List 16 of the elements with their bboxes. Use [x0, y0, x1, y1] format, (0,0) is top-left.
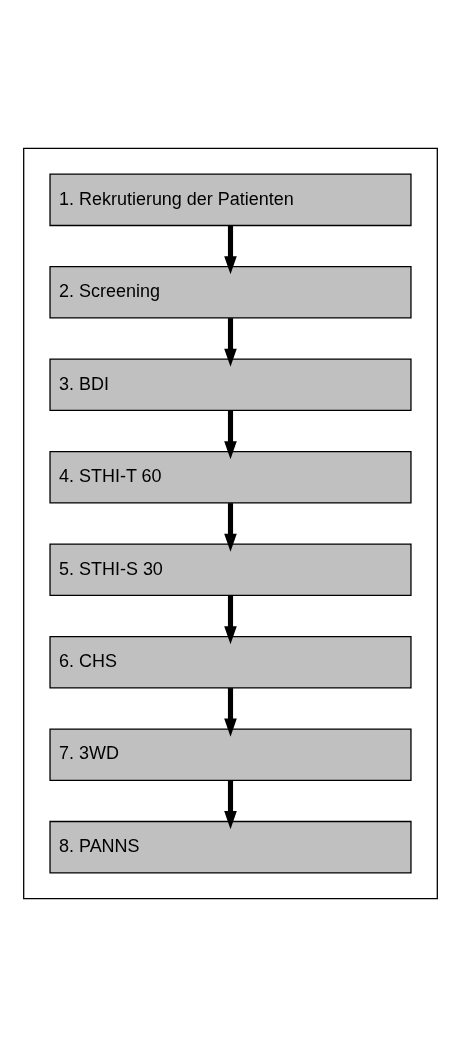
node-box: 2. Screening — [49, 265, 412, 319]
node-box: 3. BDI — [49, 357, 412, 411]
cluster — [23, 147, 438, 899]
node-box: 4. STHI-T 60 — [49, 450, 412, 504]
arrow — [224, 410, 237, 459]
node-box: 5. STHI-S 30 — [49, 542, 412, 596]
node-box: 7. 3WD — [49, 727, 412, 781]
node-box: 6. CHS — [49, 635, 412, 689]
arrow — [224, 502, 237, 552]
node-box: 1. Rekrutierung der Patienten — [49, 172, 412, 226]
arrow — [224, 225, 237, 274]
arrow — [224, 780, 237, 829]
arrow — [224, 687, 237, 737]
arrow — [224, 595, 237, 644]
arrow — [224, 317, 237, 367]
node-box: 8. PANNS — [49, 820, 412, 874]
